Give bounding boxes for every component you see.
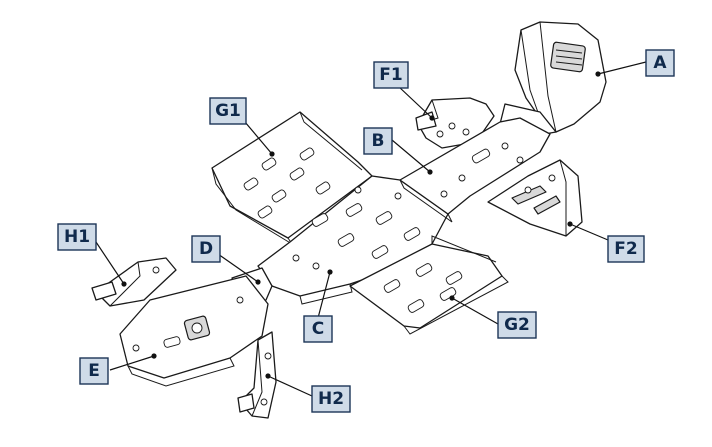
- callout-e-text: E: [88, 361, 100, 381]
- callout-e: E: [79, 357, 109, 385]
- callout-h1-text: H1: [64, 227, 90, 247]
- leader-c: [317, 271, 331, 319]
- callout-f2-text: F2: [614, 239, 637, 259]
- leader-g1: [244, 121, 273, 155]
- callout-c: C: [303, 315, 333, 343]
- leader-e: [109, 355, 155, 371]
- callout-h2-text: H2: [318, 389, 344, 409]
- callout-g2-text: G2: [504, 315, 530, 335]
- leader-d: [217, 253, 259, 283]
- callout-b-text: B: [372, 131, 385, 151]
- part-b-front-center-plate: [399, 117, 551, 223]
- callout-g1: G1: [209, 97, 247, 125]
- part-h2-bracket: [237, 331, 277, 419]
- callout-g2: G2: [497, 311, 537, 339]
- callout-f2: F2: [607, 235, 645, 263]
- part-g2-side-panel: [349, 235, 509, 335]
- callout-d-text: D: [199, 239, 213, 259]
- callout-a-text: A: [653, 53, 667, 73]
- leader-f1: [397, 85, 433, 119]
- part-e-rear-plate: [119, 275, 269, 387]
- callout-a: A: [645, 49, 675, 77]
- callout-b: B: [363, 127, 393, 155]
- leader-a: [597, 61, 647, 75]
- callout-f1: F1: [373, 61, 409, 89]
- callout-g1-text: G1: [215, 101, 241, 121]
- leader-h1: [91, 235, 125, 285]
- leader-h2: [267, 375, 313, 397]
- callout-h1: H1: [57, 223, 97, 251]
- leader-g2: [451, 297, 499, 325]
- part-f2-bracket: [487, 159, 583, 237]
- callout-d: D: [191, 235, 221, 263]
- leader-f2: [569, 223, 609, 241]
- callout-c-text: C: [312, 319, 324, 339]
- part-h1-bracket: [91, 257, 177, 307]
- callout-f1-text: F1: [379, 65, 402, 85]
- leader-lines: [91, 61, 647, 397]
- callout-h2: H2: [311, 385, 351, 413]
- part-g1-side-panel: [211, 111, 373, 245]
- leader-b: [391, 139, 431, 173]
